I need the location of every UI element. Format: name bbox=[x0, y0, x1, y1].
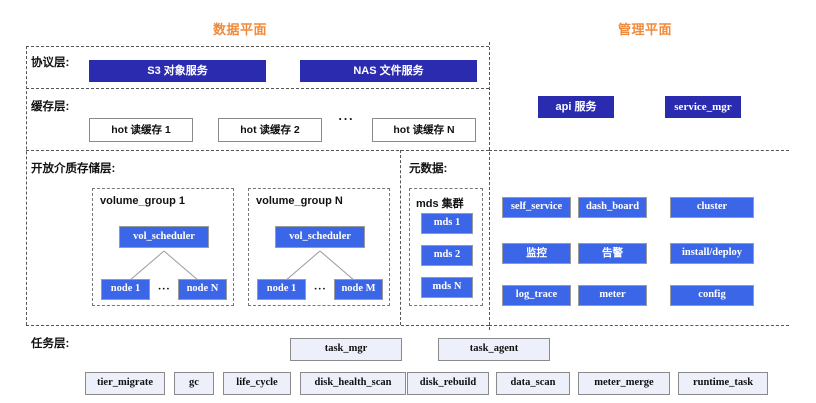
mgmt-alerting[interactable]: 告警 bbox=[578, 243, 647, 264]
layer-label-task: 任务层: bbox=[31, 338, 70, 350]
mgmt-install-deploy[interactable]: install/deploy bbox=[670, 243, 754, 264]
mds-node-1[interactable]: mds 1 bbox=[421, 213, 473, 234]
task-tier-migrate[interactable]: tier_migrate bbox=[85, 372, 165, 395]
volume-group-n-ellipsis: ··· bbox=[313, 283, 327, 295]
mds-cluster-group: mds 集群 mds 1 mds 2 mds N bbox=[409, 188, 483, 306]
volume-group-n-scheduler[interactable]: vol_scheduler bbox=[275, 226, 365, 248]
task-data-scan[interactable]: data_scan bbox=[496, 372, 570, 395]
mds-node-2[interactable]: mds 2 bbox=[421, 245, 473, 266]
mgmt-dash-board[interactable]: dash_board bbox=[578, 197, 647, 218]
volume-group-1-node-1[interactable]: node 1 bbox=[101, 279, 150, 300]
mgmt-monitoring[interactable]: 监控 bbox=[502, 243, 571, 264]
volume-group-n-node-m[interactable]: node M bbox=[334, 279, 383, 300]
task-agent[interactable]: task_agent bbox=[438, 338, 550, 361]
mds-cluster-title: mds 集群 bbox=[416, 198, 464, 210]
protocol-service-s3[interactable]: S3 对象服务 bbox=[89, 60, 266, 82]
volume-group-1-connectors bbox=[128, 250, 200, 282]
task-life-cycle[interactable]: life_cycle bbox=[223, 372, 291, 395]
task-disk-health-scan[interactable]: disk_health_scan bbox=[300, 372, 406, 395]
divider-mgmt-lower bbox=[489, 325, 789, 326]
task-runtime-task[interactable]: runtime_task bbox=[678, 372, 768, 395]
task-disk-rebuild[interactable]: disk_rebuild bbox=[407, 372, 489, 395]
mgmt-meter[interactable]: meter bbox=[578, 285, 647, 306]
cache-ellipsis: ··· bbox=[337, 111, 354, 126]
mgmt-service-mgr[interactable]: service_mgr bbox=[665, 96, 741, 118]
divider-protocol-cache bbox=[26, 88, 489, 89]
volume-group-1-scheduler[interactable]: vol_scheduler bbox=[119, 226, 209, 248]
protocol-service-nas[interactable]: NAS 文件服务 bbox=[300, 60, 477, 82]
layer-label-metadata: 元数据: bbox=[409, 163, 448, 175]
cache-node-2[interactable]: hot 读缓存 2 bbox=[218, 118, 322, 142]
divider-cache-storage bbox=[26, 150, 489, 151]
cache-node-n[interactable]: hot 读缓存 N bbox=[372, 118, 476, 142]
divider-top-protocol bbox=[26, 46, 489, 47]
mgmt-plane-title: 管理平面 bbox=[617, 22, 672, 37]
layer-label-storage: 开放介质存储层: bbox=[31, 163, 116, 175]
mgmt-config[interactable]: config bbox=[670, 285, 754, 306]
mgmt-api-service[interactable]: api 服务 bbox=[538, 96, 614, 118]
divider-left-edge bbox=[26, 46, 27, 325]
divider-storage-task bbox=[26, 325, 489, 326]
volume-group-1: volume_group 1 vol_scheduler node 1 ··· … bbox=[92, 188, 234, 306]
volume-group-n-node-1[interactable]: node 1 bbox=[257, 279, 306, 300]
task-meter-merge[interactable]: meter_merge bbox=[578, 372, 670, 395]
volume-group-1-ellipsis: ··· bbox=[157, 283, 171, 295]
cache-node-1[interactable]: hot 读缓存 1 bbox=[89, 118, 193, 142]
mgmt-self-service[interactable]: self_service bbox=[502, 197, 571, 218]
volume-group-1-title: volume_group 1 bbox=[100, 195, 185, 207]
volume-group-n: volume_group N vol_scheduler node 1 ··· … bbox=[248, 188, 390, 306]
divider-mgmt-upper bbox=[489, 150, 789, 151]
volume-group-n-connectors bbox=[284, 250, 356, 282]
volume-group-1-node-n[interactable]: node N bbox=[178, 279, 227, 300]
mds-node-n[interactable]: mds N bbox=[421, 277, 473, 298]
mgmt-log-trace[interactable]: log_trace bbox=[502, 285, 571, 306]
volume-group-n-title: volume_group N bbox=[256, 195, 343, 207]
task-gc[interactable]: gc bbox=[174, 372, 214, 395]
layer-label-protocol: 协议层: bbox=[31, 57, 70, 69]
task-mgr[interactable]: task_mgr bbox=[290, 338, 402, 361]
divider-plane-split bbox=[489, 42, 490, 330]
divider-storage-metadata bbox=[400, 150, 401, 325]
layer-label-cache: 缓存层: bbox=[31, 101, 70, 113]
mgmt-cluster[interactable]: cluster bbox=[670, 197, 754, 218]
data-plane-title: 数据平面 bbox=[212, 22, 267, 37]
